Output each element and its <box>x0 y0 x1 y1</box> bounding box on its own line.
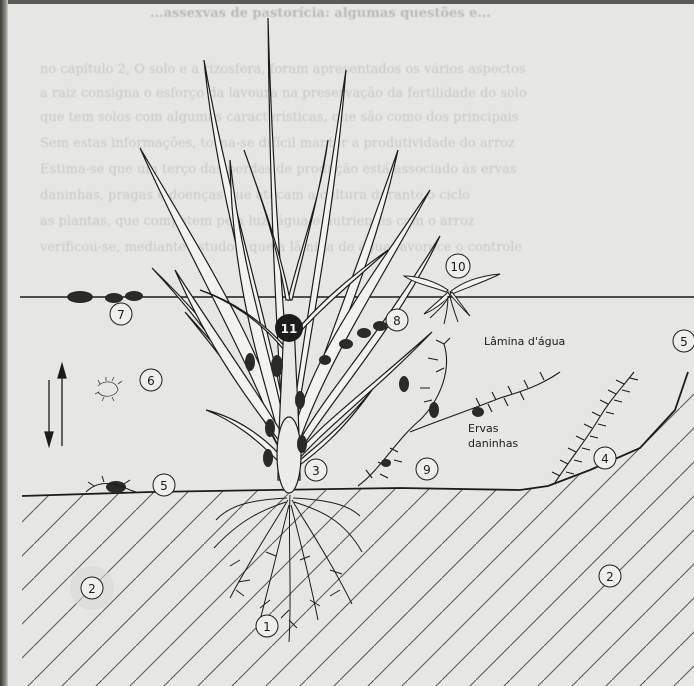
marker-11: 11 <box>275 314 303 342</box>
marker-2-right: 2 <box>599 565 621 587</box>
marker-6-label: 6 <box>147 374 155 388</box>
marker-5-left-label: 5 <box>160 479 168 493</box>
marker-11-label: 11 <box>281 322 298 336</box>
water-level-arrows <box>45 364 66 446</box>
marker-10: 10 <box>446 254 470 278</box>
rice-plant <box>140 18 440 493</box>
marker-8-label: 8 <box>393 314 401 328</box>
marker-4: 4 <box>594 447 616 469</box>
marker-5-right-label: 5 <box>680 335 688 349</box>
marker-7-label: 7 <box>117 308 125 322</box>
water-surface-label: Lâmina d'água <box>484 335 565 348</box>
floating-weed-10 <box>404 274 500 324</box>
marker-10-label: 10 <box>450 260 465 274</box>
marker-5-right: 5 <box>673 330 694 352</box>
marker-8: 8 <box>386 309 408 331</box>
marker-2-left: 2 <box>81 577 103 599</box>
marker-1: 1 <box>256 615 278 637</box>
marker-9-label: 9 <box>423 463 431 477</box>
marker-1-label: 1 <box>263 620 271 634</box>
marker-6: 6 <box>140 369 162 391</box>
marker-4-label: 4 <box>601 452 609 466</box>
weeds-label-line2: daninhas <box>468 437 518 450</box>
marker-3-label: 3 <box>312 464 320 478</box>
marker-7: 7 <box>110 303 132 325</box>
marker-5-left: 5 <box>153 474 175 496</box>
weeds-label-line1: Ervas <box>468 422 499 435</box>
soil-creature-5 <box>86 476 136 493</box>
marker-2-right-label: 2 <box>606 570 614 584</box>
marker-2-left-label: 2 <box>88 582 96 596</box>
marker-3: 3 <box>305 459 327 481</box>
marker-9: 9 <box>416 458 438 480</box>
organism-6 <box>95 377 122 401</box>
